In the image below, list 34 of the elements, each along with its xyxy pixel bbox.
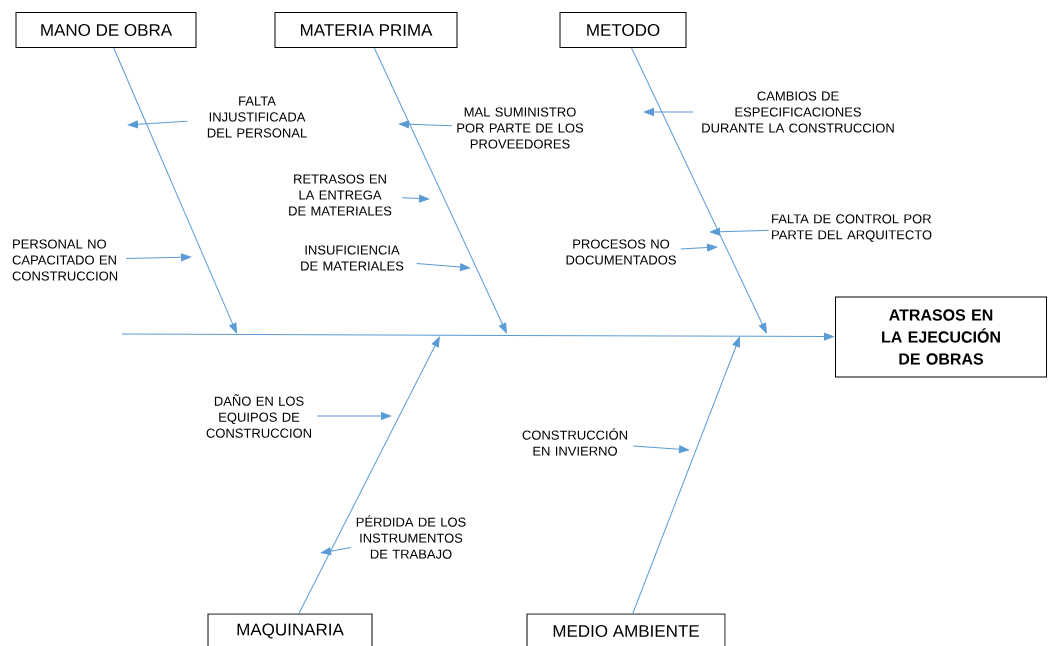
cause-label: PERSONAL NO CAPACITADO EN CONSTRUCCION	[12, 239, 118, 281]
category-box: MANO DE OBRA	[15, 12, 197, 48]
category-box: MEDIO AMBIENTE	[526, 613, 726, 646]
bone-arrow	[631, 47, 767, 334]
category-box: MAQUINARIA	[207, 613, 373, 646]
effect-box: ATRASOS EN LA EJECUCIÓN DE OBRAS	[835, 296, 1047, 378]
cause-arrow	[316, 412, 392, 420]
bone-arrow	[113, 47, 237, 334]
cause-label: CAMBIOS DE ESPECIFICACIONES DURANTE LA CONSTRUCCION	[702, 91, 894, 133]
cause-arrow	[125, 253, 192, 262]
bone-arrow	[632, 336, 740, 614]
cause-arrow	[680, 243, 718, 252]
cause-label: INSUFICIENCIA DE MATERIALES	[301, 245, 404, 271]
cause-label: DAÑO EN LOS EQUIPOS DE CONSTRUCCION	[206, 394, 311, 438]
category-box: METODO	[559, 12, 687, 48]
cause-label: MAL SUMINISTRO POR PARTE DE LOS PROVEEDORES	[457, 107, 584, 149]
spine-arrow	[121, 332, 835, 341]
cause-label: PROCESOS NO DOCUMENTADOS	[566, 239, 676, 265]
cause-arrow	[127, 120, 188, 129]
cause-label: FALTA INJUSTIFICADA DEL PERSONAL	[207, 96, 307, 138]
cause-label: CONSTRUCCIÓN EN INVIERNO	[522, 428, 627, 456]
cause-arrow	[398, 120, 453, 129]
cause-arrow	[632, 445, 690, 454]
cause-arrow	[416, 262, 471, 272]
cause-arrow	[401, 194, 430, 203]
category-box: MATERIA PRIMA	[274, 12, 458, 48]
cause-arrow	[320, 547, 352, 556]
cause-arrow	[643, 108, 694, 116]
cause-arrow	[709, 227, 770, 236]
bone-arrow	[298, 336, 440, 614]
bone-arrow	[373, 47, 507, 334]
cause-label: FALTA DE CONTROL POR PARTE DEL ARQUITECTO	[772, 214, 932, 242]
cause-label: PÉRDIDA DE LOS INSTRUMENTOS DE TRABAJO	[356, 515, 466, 559]
cause-label: RETRASOS EN LA ENTREGA DE MATERIALES	[289, 174, 392, 216]
